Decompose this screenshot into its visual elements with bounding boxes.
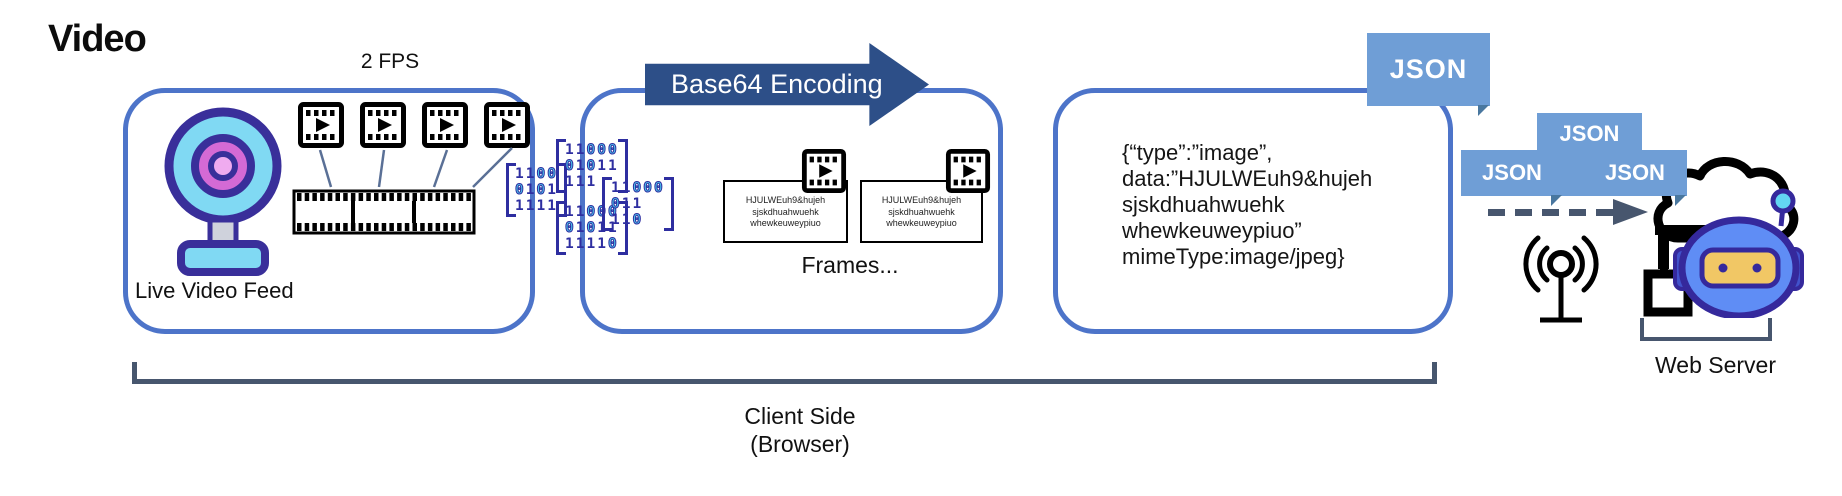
encoded-frame-card: HJULWEuh9&hujeh sjskdhuahwuehk whewkeuwe… [723,180,848,243]
base64-encoding-label: Base64 Encoding [671,69,883,99]
json-tag: JSON [1461,150,1563,206]
live-video-feed-label: Live Video Feed [135,278,294,303]
card-line: whewkeuweypiuo [886,218,957,228]
json-tag: JSON [1367,33,1490,116]
transfer-arrowhead-icon [1613,199,1648,225]
frames-label: Frames... [801,252,899,278]
video-frame-icon [484,102,530,148]
video-frame-icon [360,102,406,148]
client-side-label: Client Side (Browser) [650,402,950,458]
card-line: HJULWEuh9&hujeh [881,195,962,205]
film-strip-icon [292,189,476,235]
payload-line: sjskdhuahwuehk [1122,192,1285,217]
card-line: whewkeuweypiuo [750,218,821,228]
card-line: sjskdhuahwuehk [752,206,819,217]
browser-line: (Browser) [750,431,850,457]
video-frame-icon [298,102,344,148]
fps-label: 2 FPS [360,50,420,73]
client-side-line: Client Side [744,403,856,429]
card-line: HJULWEuh9&hujeh [745,195,826,205]
json-tag: JSON [1583,150,1687,206]
frame-connector-lines [318,147,513,188]
payload-line: mimeType:image/jpeg} [1122,244,1345,269]
web-server-bracket [1640,318,1772,341]
video-frame-icon [801,148,847,194]
webcam-icon [164,107,282,276]
payload-line: {“type”:”image”, [1122,140,1273,165]
json-payload-text: {“type”:”image”, data:”HJULWEuh9&hujeh s… [1122,140,1402,270]
live-video-feed-box [123,88,535,334]
antenna-icon [1523,235,1599,323]
payload-line: data:”HJULWEuh9&hujeh [1122,166,1373,191]
web-server-label: Web Server [1654,352,1776,378]
payload-line: whewkeuweypiuo” [1122,218,1302,243]
card-line: sjskdhuahwuehk [888,206,955,217]
transfer-dashed-line [1488,209,1614,216]
cloud-robot-icon [1643,157,1804,318]
client-side-bracket [132,362,1437,384]
video-frame-icon [945,148,991,194]
video-frame-icon [422,102,468,148]
json-payload-box [1053,88,1453,334]
page-title: Video [48,18,147,60]
